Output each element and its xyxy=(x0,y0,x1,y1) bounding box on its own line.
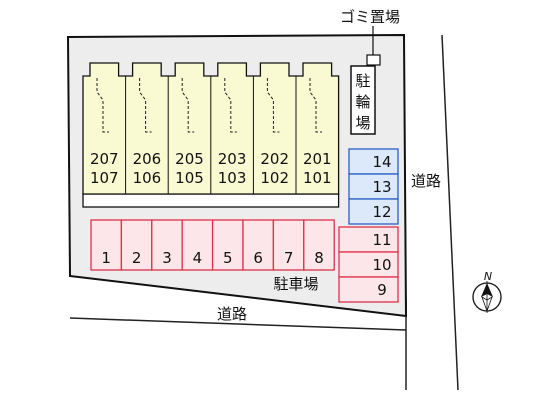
bicycle-parking-label: 駐輪場 xyxy=(355,72,370,132)
parking-space-number: 9 xyxy=(377,281,387,299)
unit-number-upper: 202 xyxy=(260,150,289,168)
parking-space xyxy=(338,276,399,303)
parking-space xyxy=(211,219,244,271)
parking-space xyxy=(181,219,214,271)
parking-space-number: 8 xyxy=(314,249,324,267)
parking-space-number: 7 xyxy=(284,249,294,267)
unit-number-lower: 106 xyxy=(133,169,162,187)
unit-number-upper: 206 xyxy=(133,150,162,168)
parking-space-number: 14 xyxy=(372,153,391,171)
parking-blue-column: 14 13 12 xyxy=(348,148,399,225)
parking-space xyxy=(120,219,153,271)
garbage-area xyxy=(366,54,381,66)
road-label-south: 道路 xyxy=(217,305,247,323)
parking-space-number: 6 xyxy=(253,249,263,267)
parking-space-number: 11 xyxy=(372,231,391,249)
parking-space-number: 10 xyxy=(372,256,391,274)
parking-space-number: 3 xyxy=(162,249,172,267)
parking-space xyxy=(338,251,399,278)
parking-space-number: 13 xyxy=(372,178,391,196)
unit-number-upper: 203 xyxy=(218,150,247,168)
parking-space-number: 4 xyxy=(193,249,203,267)
unit-number-lower: 103 xyxy=(218,169,247,187)
parking-space-number: 1 xyxy=(101,249,111,267)
parking-space-number: 2 xyxy=(132,249,142,267)
parking-space xyxy=(348,173,399,200)
parking-space xyxy=(272,219,305,271)
stair-icon xyxy=(309,78,322,133)
unit-number-upper: 205 xyxy=(175,150,204,168)
stair-icon xyxy=(139,78,152,133)
compass-icon: N xyxy=(472,270,502,313)
parking-space xyxy=(348,198,399,225)
garbage-label: ゴミ置場 xyxy=(340,8,400,26)
stair-icon xyxy=(266,78,280,133)
parking-space xyxy=(151,219,183,271)
parking-space-number: 5 xyxy=(223,249,233,267)
unit-number-lower: 102 xyxy=(260,169,289,187)
stair-icon xyxy=(96,78,109,133)
road-label-east: 道路 xyxy=(411,172,441,190)
parking-space xyxy=(303,219,335,271)
road-edge-south xyxy=(69,317,407,331)
building-base xyxy=(82,193,340,208)
compass-label: N xyxy=(484,270,492,283)
unit-number-lower: 105 xyxy=(175,169,204,187)
unit-number-upper: 201 xyxy=(303,150,332,168)
unit-number-upper: 207 xyxy=(90,150,119,168)
parking-space xyxy=(348,148,399,175)
road-edge-east-outer xyxy=(441,34,459,391)
bicycle-parking xyxy=(350,65,376,135)
stair-icon xyxy=(224,78,237,133)
parking-row: 1 2 3 4 5 6 7 8 xyxy=(90,219,335,271)
unit-number-lower: 101 xyxy=(303,169,332,187)
unit-number-lower: 107 xyxy=(90,169,119,187)
parking-space-number: 12 xyxy=(372,203,391,221)
parking-space xyxy=(338,226,399,253)
parking-label: 駐車場 xyxy=(273,275,318,293)
parking-right-column: 11 10 9 xyxy=(338,226,399,303)
stair-icon xyxy=(181,78,195,133)
